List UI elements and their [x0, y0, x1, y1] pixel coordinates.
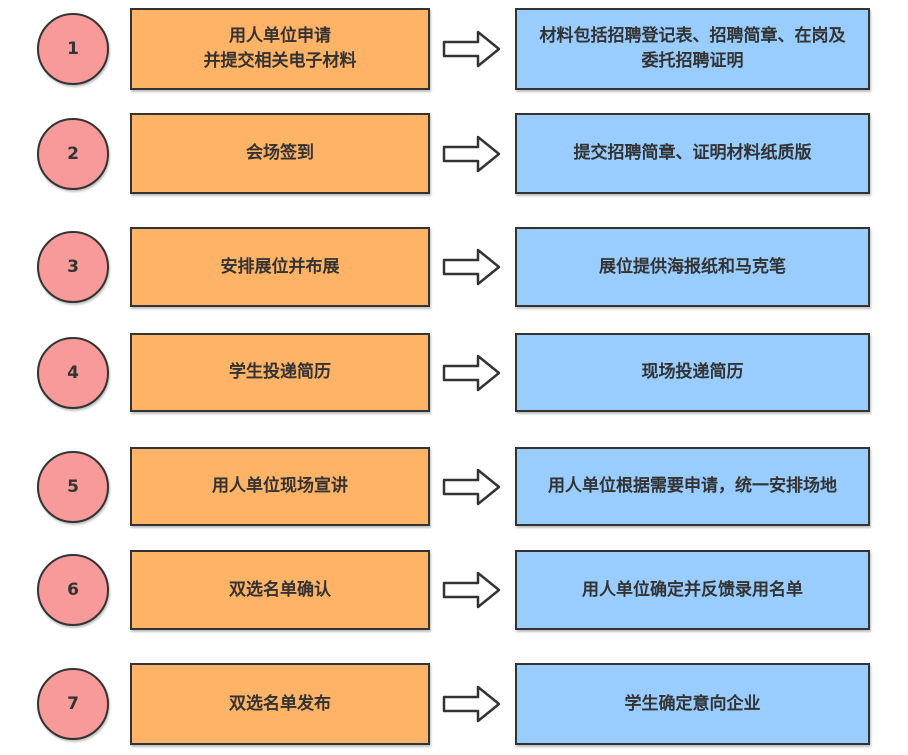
step-label: 用人单位申请 并提交相关电子材料	[203, 26, 357, 71]
step-box: 用人单位现场宣讲	[130, 447, 430, 526]
step-number-circle: 4	[37, 336, 109, 409]
right-arrow-icon	[442, 571, 501, 609]
step-number-circle: 5	[37, 450, 109, 523]
step-number-circle: 6	[37, 554, 109, 626]
right-arrow-icon	[442, 248, 501, 286]
description-box: 展位提供海报纸和马克笔	[515, 227, 870, 307]
step-number: 5	[67, 476, 79, 497]
right-arrow-icon	[442, 354, 501, 391]
description-box: 学生确定意向企业	[515, 663, 870, 745]
description-text: 学生确定意向企业	[624, 693, 761, 714]
right-arrow-icon	[442, 685, 501, 723]
step-label: 学生投递简历	[229, 362, 331, 382]
description-text: 材料包括招聘登记表、招聘简章、在岗及委托招聘证明	[539, 26, 846, 71]
step-number-circle: 1	[37, 13, 109, 85]
step-number: 4	[67, 362, 79, 383]
description-box: 提交招聘简章、证明材料纸质版	[515, 113, 870, 194]
right-arrow-icon	[442, 30, 501, 68]
step-number-circle: 7	[37, 668, 109, 740]
step-number: 6	[67, 580, 79, 600]
description-text: 提交招聘简章、证明材料纸质版	[573, 143, 812, 163]
step-number: 7	[67, 694, 79, 714]
step-box: 双选名单发布	[130, 663, 430, 745]
step-label: 双选名单发布	[229, 693, 331, 714]
step-label: 用人单位现场宣讲	[212, 476, 348, 496]
step-number: 2	[67, 143, 79, 164]
description-box: 用人单位根据需要申请，统一安排场地	[515, 447, 870, 526]
step-number: 1	[67, 39, 79, 59]
right-arrow-icon	[442, 468, 501, 505]
step-box: 学生投递简历	[130, 333, 430, 412]
step-box: 安排展位并布展	[130, 227, 430, 307]
step-number-circle: 2	[37, 117, 109, 190]
step-box: 双选名单确认	[130, 550, 430, 630]
step-number-circle: 3	[37, 231, 109, 303]
description-text: 用人单位确定并反馈录用名单	[582, 579, 803, 600]
step-label: 安排展位并布展	[220, 256, 340, 277]
description-text: 现场投递简历	[641, 362, 744, 382]
step-label: 会场签到	[246, 143, 314, 163]
step-number: 3	[67, 257, 79, 277]
step-box: 会场签到	[130, 113, 430, 194]
description-box: 用人单位确定并反馈录用名单	[515, 550, 870, 630]
description-box: 材料包括招聘登记表、招聘简章、在岗及委托招聘证明	[515, 8, 870, 90]
step-label: 双选名单确认	[229, 579, 331, 600]
description-box: 现场投递简历	[515, 333, 870, 412]
description-text: 展位提供海报纸和马克笔	[599, 256, 786, 277]
right-arrow-icon	[442, 135, 501, 172]
step-box: 用人单位申请 并提交相关电子材料	[130, 8, 430, 90]
description-text: 用人单位根据需要申请，统一安排场地	[548, 476, 837, 496]
